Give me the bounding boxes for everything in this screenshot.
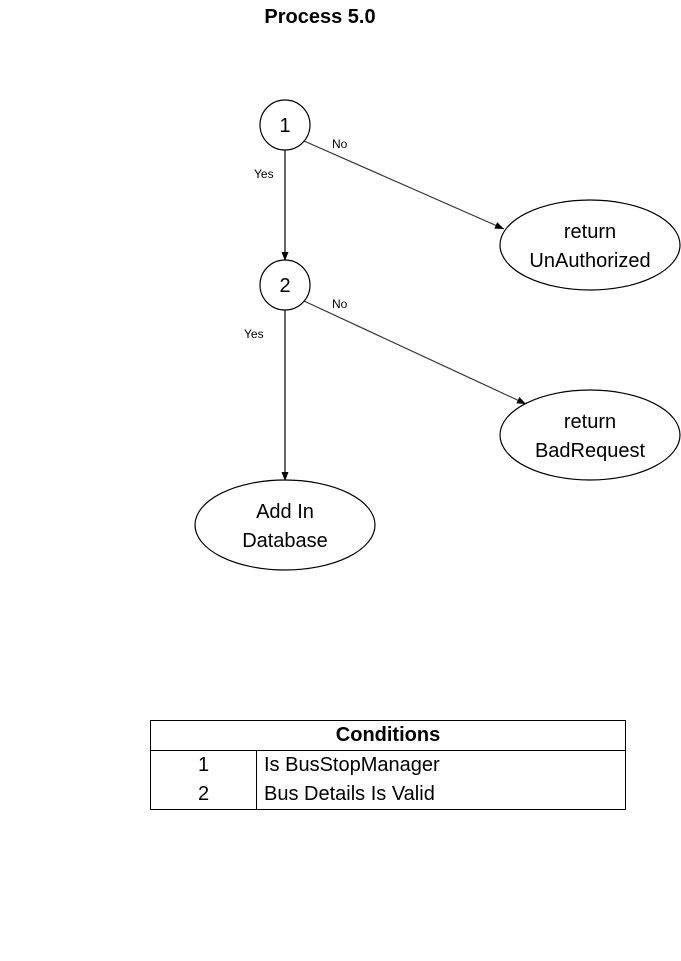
bad-request-line-2: BadRequest	[535, 440, 646, 462]
edge-d2-to-badrequest	[303, 300, 527, 405]
conditions-table: Conditions 1 Is BusStopManager 2 Bus Det…	[150, 720, 626, 810]
condition-text: Is BusStopManager	[256, 750, 626, 780]
conditions-header: Conditions	[150, 720, 626, 751]
bad-request-line-1: return	[564, 411, 616, 433]
edge-label-d1-yes: Yes	[254, 167, 274, 181]
unauthorized-line-1: return	[564, 221, 616, 243]
bad-request-node: return BadRequest	[499, 389, 681, 481]
edge-d1-to-unauthorized	[303, 140, 505, 230]
table-row: 1 Is BusStopManager	[150, 750, 626, 780]
decision-node-2: 2	[259, 259, 311, 311]
decision-node-1: 1	[259, 99, 311, 151]
decision-node-1-label: 1	[279, 115, 290, 137]
add-database-line-1: Add In	[256, 501, 314, 523]
add-database-node: Add In Database	[194, 479, 376, 571]
add-database-line-2: Database	[242, 530, 328, 552]
page-title: Process 5.0	[264, 6, 376, 28]
table-row: 2 Bus Details Is Valid	[150, 780, 626, 810]
unauthorized-line-2: UnAuthorized	[529, 250, 650, 272]
condition-text: Bus Details Is Valid	[256, 780, 626, 810]
condition-id: 1	[150, 750, 257, 780]
condition-id: 2	[150, 780, 257, 810]
edge-label-d2-yes: Yes	[244, 327, 264, 341]
edge-label-d1-no: No	[332, 137, 348, 151]
edge-label-d2-no: No	[332, 297, 348, 311]
decision-node-2-label: 2	[279, 275, 290, 297]
unauthorized-node: return UnAuthorized	[499, 199, 681, 291]
